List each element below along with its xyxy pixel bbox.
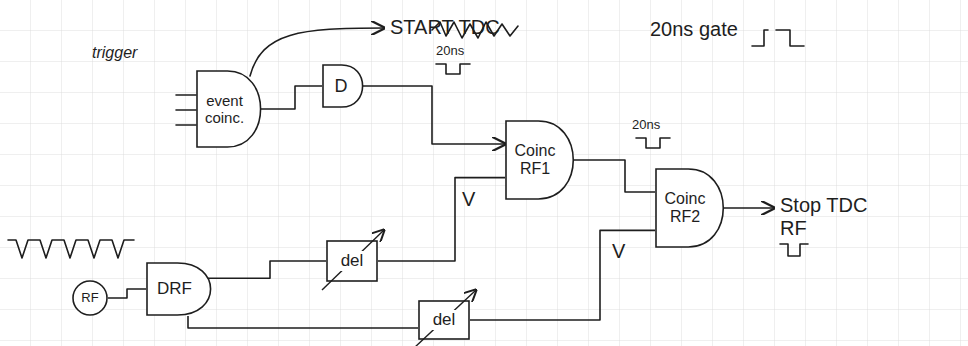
signal-wire [259, 86, 322, 109]
variable-arrow [322, 230, 384, 290]
delay-outline [327, 241, 377, 281]
delay-box: del [418, 300, 470, 340]
node-text: del [330, 251, 374, 271]
signal-label: Stop TDC RF [780, 194, 876, 240]
signal-wire [206, 261, 326, 278]
signal-label: START TDC [390, 16, 500, 39]
gate-pulse-symbol [752, 30, 804, 46]
node-text: Coinc RF1 [510, 142, 560, 179]
signal-wire [572, 160, 655, 192]
pulse-symbol [436, 64, 470, 74]
signal-wire [378, 178, 505, 261]
source-circle: RF [72, 280, 108, 316]
rf-waveform [8, 240, 134, 258]
pulse-symbol [780, 244, 808, 256]
delay-box: del [326, 240, 378, 282]
node-text: D [327, 76, 355, 97]
logic-gate: D [322, 64, 366, 108]
logic-gate: Coinc RF2 [655, 168, 729, 248]
signal-wire [108, 289, 146, 298]
gate-outline [147, 263, 211, 315]
logic-gate: DRF [146, 262, 216, 316]
gate-outline [656, 169, 723, 247]
signal-label: 20ns [436, 44, 464, 59]
signal-label: 20ns [632, 118, 660, 133]
signal-label: trigger [92, 44, 137, 62]
node-text: event coinc. [201, 92, 248, 127]
start-wire [250, 28, 384, 76]
signal-wire [188, 316, 418, 328]
variable-arrow [414, 290, 476, 346]
node-text: RF [75, 291, 105, 306]
node-text: Coinc RF2 [660, 190, 710, 227]
gate-outline [323, 65, 363, 107]
signal-label: V [462, 188, 475, 211]
delay-outline [419, 301, 469, 339]
node-text: DRF [151, 279, 198, 299]
signal-wire [362, 86, 505, 144]
node-text: del [422, 310, 466, 330]
stop-wire [724, 207, 774, 209]
signal-wire [470, 230, 655, 320]
circle-outline [73, 281, 107, 315]
signal-label: V [612, 240, 625, 263]
gate-outline [506, 121, 573, 199]
signal-label: 20ns gate [650, 18, 738, 41]
pulse-symbol [636, 138, 670, 148]
input-lines [176, 95, 196, 125]
logic-gate: Coinc RF1 [505, 120, 579, 200]
gate-outline [197, 71, 261, 147]
logic-gate: event coinc. [196, 70, 266, 148]
